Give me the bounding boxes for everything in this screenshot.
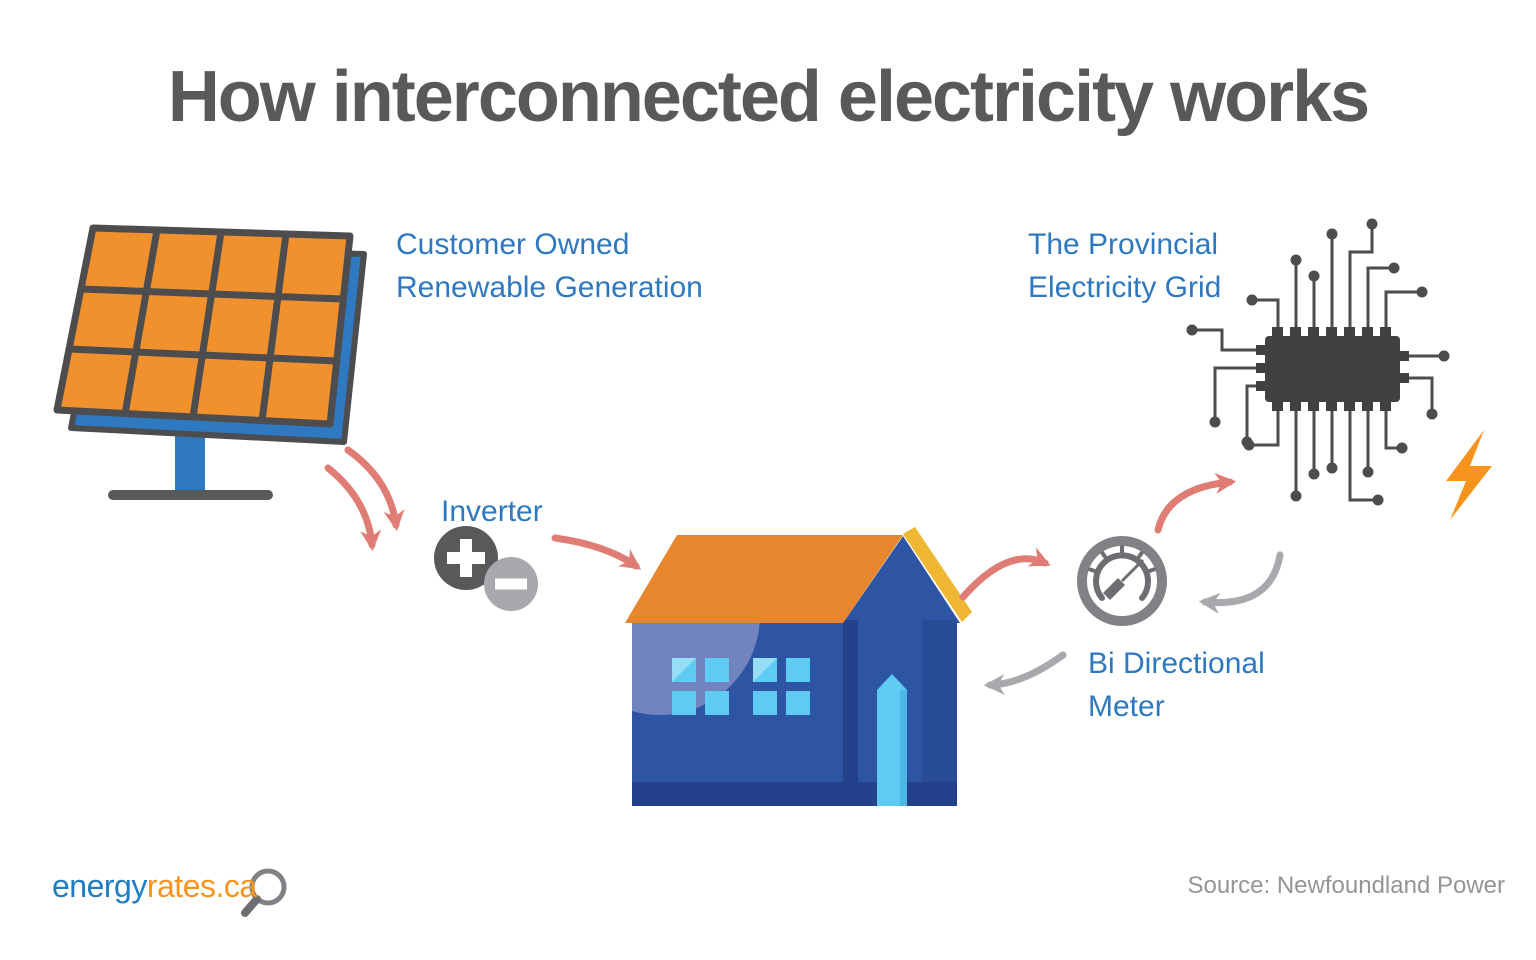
arrow-meter-to-house bbox=[983, 651, 1067, 696]
house-foundation bbox=[632, 782, 957, 806]
label-bidirectional-meter: Bi Directional Meter bbox=[1088, 647, 1265, 723]
inverter-icon bbox=[434, 526, 538, 611]
arrow-meter-to-grid bbox=[1154, 472, 1237, 534]
logo-rates-text: rates.ca bbox=[146, 868, 257, 904]
house-icon bbox=[625, 527, 972, 806]
label-provincial-grid: The Provincial Electricity Grid bbox=[1028, 228, 1222, 304]
arrow-panel-to-inverter-2 bbox=[324, 464, 382, 552]
gauge-needle bbox=[1103, 578, 1125, 600]
arrow-grid-to-meter bbox=[1198, 551, 1284, 614]
arrow-house-to-meter bbox=[959, 547, 1051, 601]
magnifier-icon bbox=[241, 868, 287, 917]
label-renewable-generation: Customer Owned Renewable Generation bbox=[396, 228, 703, 304]
arrow-inverter-to-house bbox=[551, 534, 642, 570]
page-title: How interconnected electricity works bbox=[167, 57, 1370, 137]
chip-body bbox=[1265, 336, 1400, 402]
lightning-bolt-icon bbox=[1446, 430, 1492, 520]
solar-panel-icon bbox=[53, 224, 367, 500]
house-gable bbox=[843, 536, 960, 623]
source-attribution: Source: Newfoundland Power bbox=[1187, 872, 1505, 899]
energyrates-logo: energyrates.ca bbox=[52, 868, 257, 905]
house-door bbox=[877, 674, 907, 806]
label-inverter: Inverter bbox=[441, 495, 543, 528]
house-windows bbox=[672, 658, 810, 715]
microchip-icon bbox=[1186, 218, 1450, 506]
roof-trim bbox=[903, 527, 972, 622]
house-roof bbox=[625, 535, 903, 623]
meter-gauge-icon bbox=[1077, 536, 1167, 626]
logo-energy-text: energy bbox=[52, 868, 147, 904]
solar-panel-base bbox=[108, 490, 273, 500]
arrow-panel-to-inverter-1 bbox=[344, 446, 405, 532]
